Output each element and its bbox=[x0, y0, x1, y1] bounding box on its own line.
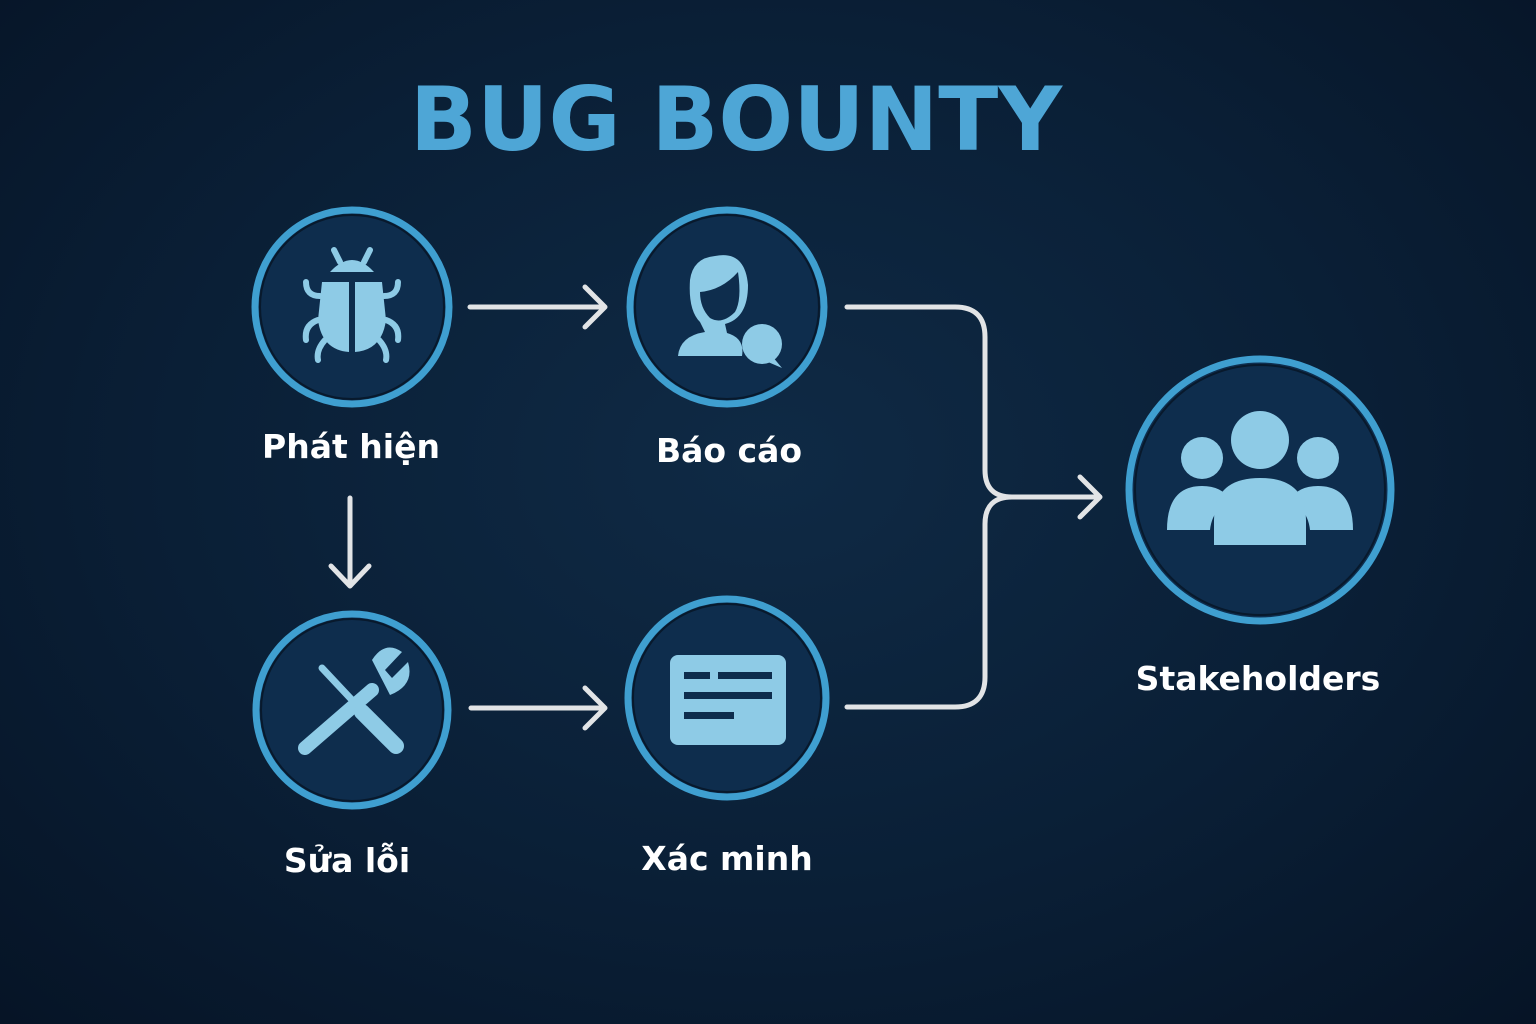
node-stakeholders: Stakeholders bbox=[1125, 355, 1395, 698]
node-label: Xác minh bbox=[641, 839, 812, 878]
node-fix: Sửa lỗi bbox=[252, 610, 452, 880]
node-verify: Xác minh bbox=[624, 595, 830, 878]
node-detect: Phát hiện bbox=[251, 206, 453, 466]
arrow-detect-to-report bbox=[467, 284, 608, 330]
node-label: Phát hiện bbox=[262, 427, 440, 466]
arrow-fix-to-verify bbox=[468, 685, 608, 731]
node-label: Sửa lỗi bbox=[284, 841, 410, 880]
node-label: Stakeholders bbox=[1136, 659, 1381, 698]
tools-icon bbox=[298, 647, 410, 755]
document-icon bbox=[670, 655, 786, 745]
diagram-title: BUG BOUNTY bbox=[410, 68, 1063, 171]
group-icon bbox=[1167, 411, 1353, 545]
user-chat-icon bbox=[678, 255, 782, 368]
node-label: Báo cáo bbox=[656, 431, 802, 470]
arrow-detect-to-fix bbox=[328, 495, 372, 589]
node-report: Báo cáo bbox=[626, 206, 828, 470]
merge-arrow-to-stakeholders bbox=[844, 304, 1103, 710]
bug-icon bbox=[302, 247, 402, 363]
